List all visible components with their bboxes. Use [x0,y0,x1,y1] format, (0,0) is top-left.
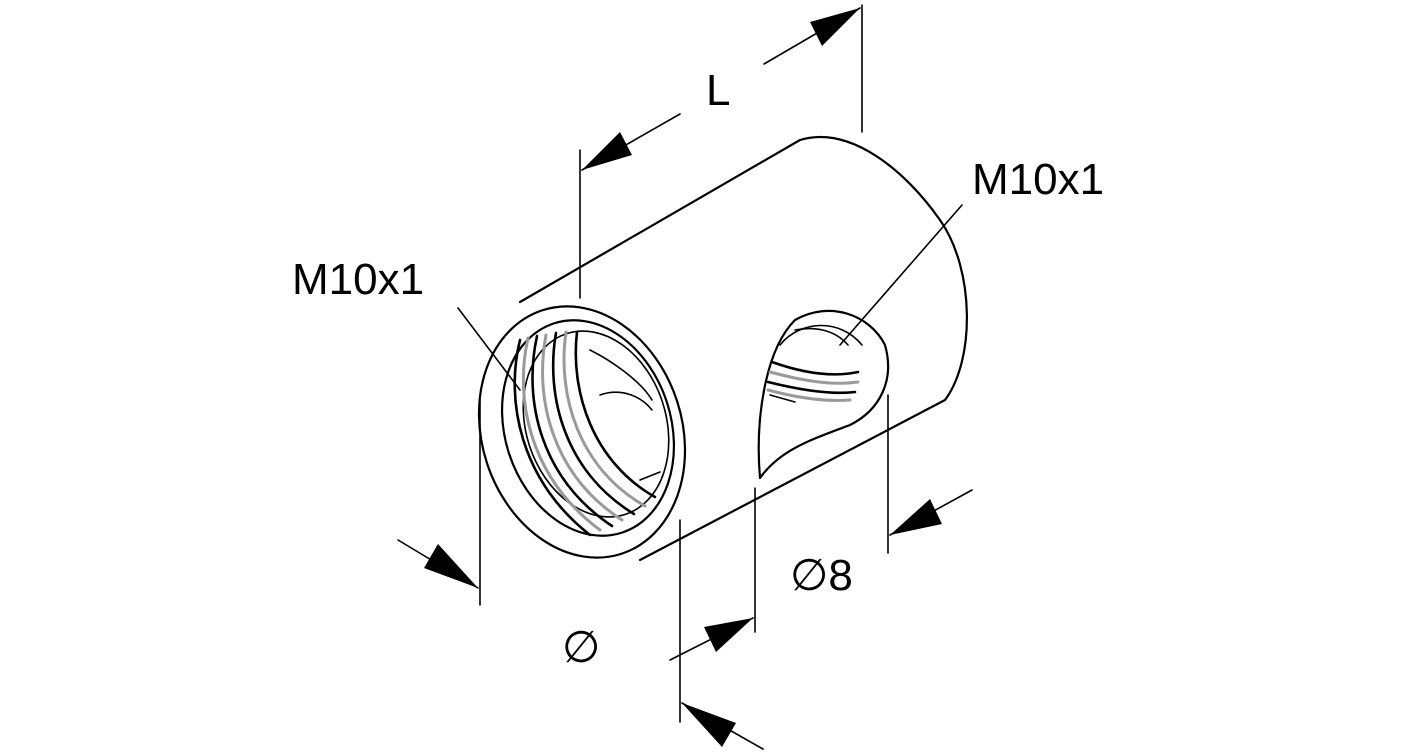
dimension-length [579,4,863,299]
outer-diameter-label: ∅ [562,623,600,672]
leader-thread-cross [839,204,963,346]
dimension-length-label: L [706,66,730,115]
front-thread [513,330,661,537]
leader-thread-front [457,307,521,391]
cross-hole-diameter-label: ∅8 [790,551,853,600]
thread-cross-label: M10x1 [972,155,1104,204]
thread-front-label: M10x1 [292,255,424,304]
cross-hole [757,309,890,480]
dimension-cross-hole [669,394,973,661]
dimension-outer-diameter [397,399,764,750]
sleeve-body [477,135,968,562]
